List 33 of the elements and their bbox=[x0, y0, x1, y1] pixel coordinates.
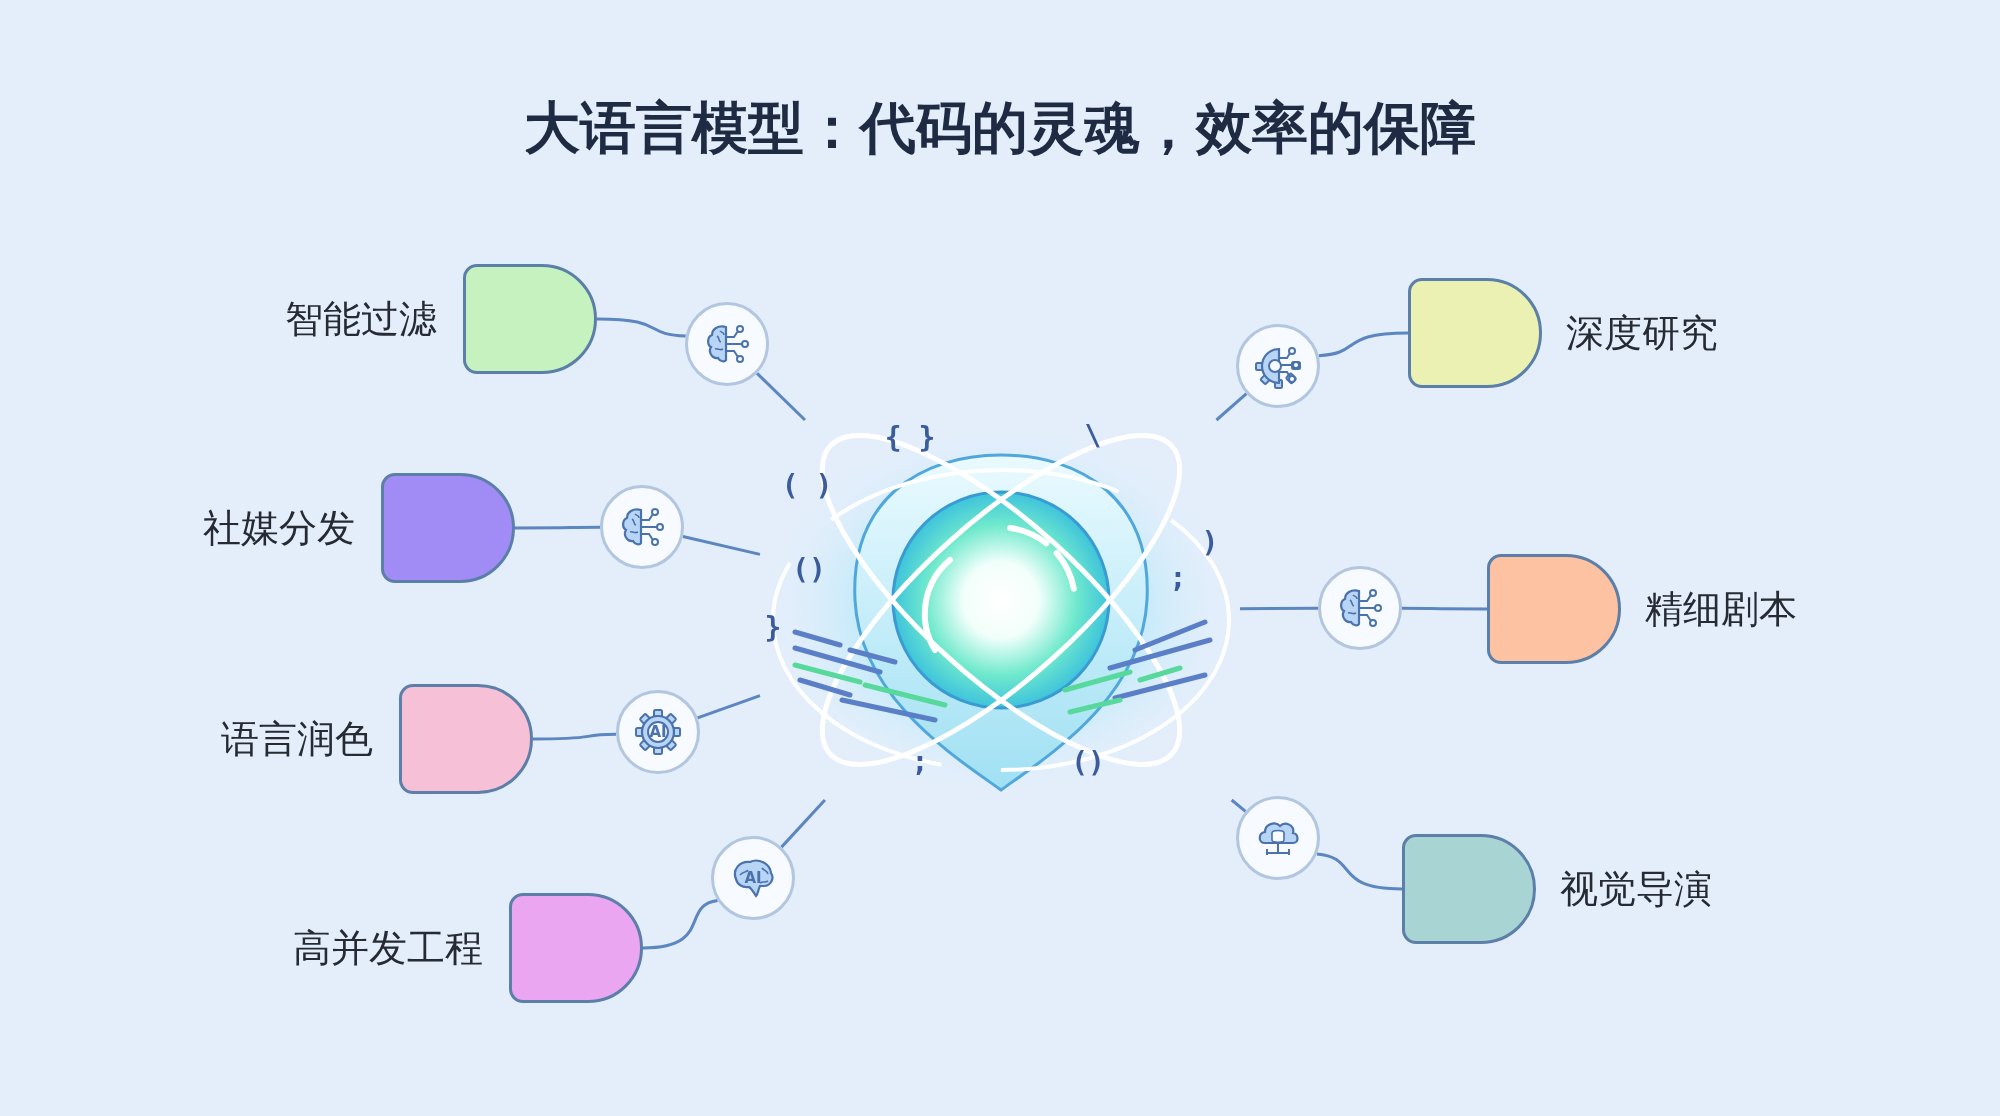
icon-text: AI bbox=[744, 868, 762, 889]
code-symbol: () bbox=[1071, 747, 1105, 779]
connector-line bbox=[682, 535, 761, 556]
code-symbol: } bbox=[764, 612, 782, 644]
node-label: 语言润色 bbox=[221, 715, 373, 763]
connector-line bbox=[1316, 852, 1403, 891]
connector-line bbox=[1230, 798, 1247, 813]
connector-line bbox=[756, 372, 807, 422]
connector-line bbox=[1215, 392, 1248, 422]
connector-line bbox=[697, 694, 761, 720]
node-label: 深度研究 bbox=[1566, 309, 1718, 357]
title: 大语言模型：代码的灵魂，效率的保障 bbox=[524, 94, 1476, 162]
connector-line bbox=[780, 799, 826, 849]
connector-line bbox=[596, 317, 686, 338]
code-symbol: { } bbox=[884, 422, 936, 454]
node-label: 社媒分发 bbox=[203, 504, 355, 552]
icon-text: AI bbox=[649, 722, 667, 743]
connector-line bbox=[1402, 606, 1487, 611]
code-symbol: ; bbox=[1169, 562, 1187, 594]
connector-line bbox=[1240, 606, 1318, 611]
connector-line bbox=[515, 525, 600, 530]
code-symbol: ) bbox=[1201, 527, 1219, 559]
node-label: 智能过滤 bbox=[285, 295, 437, 343]
node-label: 精细剧本 bbox=[1645, 585, 1797, 633]
code-symbol: \ bbox=[1084, 420, 1102, 452]
connector-line bbox=[642, 899, 718, 950]
node-label: 视觉导演 bbox=[1560, 865, 1712, 913]
node-label: 高并发工程 bbox=[293, 924, 483, 972]
code-symbol: () bbox=[792, 554, 826, 586]
connector-line bbox=[533, 732, 617, 741]
code-symbol: ; bbox=[911, 746, 929, 778]
code-symbol: ( ) bbox=[781, 470, 833, 502]
connector-line bbox=[1318, 331, 1409, 358]
